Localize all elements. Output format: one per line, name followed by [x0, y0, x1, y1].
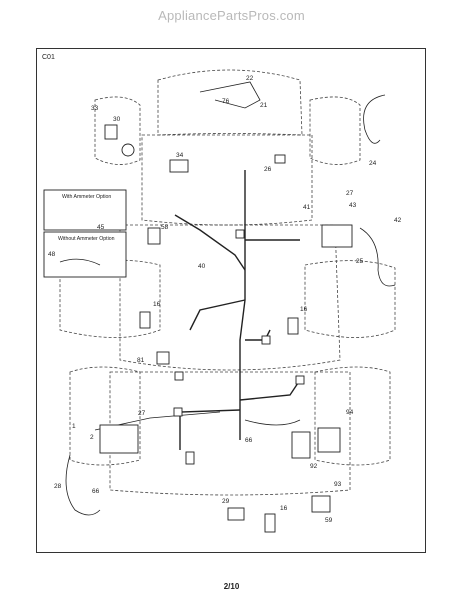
callout-16-right: 16 [300, 306, 308, 313]
ammeter-option-title: With Ammeter Option [62, 194, 111, 200]
solenoid-43 [321, 224, 353, 248]
callout-81: 81 [137, 357, 145, 364]
callout-66: 66 [245, 437, 253, 444]
body-outline [119, 224, 341, 371]
battery [99, 424, 139, 454]
callout-27-battery: 27 [138, 410, 146, 417]
connector-c1 [235, 229, 245, 239]
callout-45: 45 [97, 224, 105, 231]
callout-43: 43 [349, 202, 357, 209]
relay-59 [311, 495, 331, 513]
switch-29 [227, 507, 245, 521]
callout-92: 92 [310, 463, 318, 470]
left-front-wheel [94, 96, 141, 165]
callout-27-top: 27 [346, 190, 354, 197]
callout-66-lower: 66 [92, 488, 100, 495]
callout-1: 1 [72, 423, 76, 430]
callout-30: 30 [113, 116, 121, 123]
callout-76: 76 [222, 98, 230, 105]
callout-29: 29 [222, 498, 230, 505]
harness-branch-left [174, 214, 246, 271]
harness-branch-left-lower [179, 409, 241, 450]
callout-28: 28 [54, 483, 62, 490]
relay-26 [274, 154, 286, 164]
deck-left [69, 366, 141, 466]
switch-16-lower [264, 513, 276, 533]
callout-16-left: 16 [153, 301, 161, 308]
callout-48: 48 [48, 251, 56, 258]
callout-26: 26 [264, 166, 272, 173]
callout-93: 93 [334, 481, 342, 488]
diagram-code: C01 [42, 54, 55, 61]
dash-outline [141, 134, 313, 226]
ammeter-option-box [43, 189, 127, 231]
callout-59: 59 [325, 517, 333, 524]
connector-c2 [261, 335, 271, 345]
wire-28 [65, 454, 101, 516]
callout-25: 25 [356, 258, 364, 265]
page-number: 2/10 [223, 582, 240, 591]
callout-94: 94 [346, 409, 354, 416]
module-94 [317, 427, 341, 453]
wire-48 [59, 258, 101, 266]
module-34 [169, 159, 189, 173]
wire-ground [244, 419, 301, 426]
right-front-wheel [309, 96, 361, 165]
no-ammeter-option-title: Without Ammeter Option [58, 236, 115, 242]
site-watermark: AppliancePartsPros.com [158, 8, 305, 23]
relay-81 [156, 351, 170, 365]
callout-2: 2 [90, 434, 94, 441]
callout-22: 22 [246, 75, 254, 82]
switch-16-left [139, 311, 151, 329]
callout-40: 40 [198, 263, 206, 270]
callout-58: 58 [161, 224, 169, 231]
harness-branch-lower [239, 379, 301, 401]
module-92 [291, 431, 311, 459]
main-harness [239, 170, 246, 440]
deck-right [314, 366, 391, 466]
callout-24: 24 [369, 160, 377, 167]
rear-outline [109, 371, 351, 496]
wire-22 [199, 81, 261, 109]
right-panel-outline [304, 260, 396, 338]
connector-c3 [174, 371, 184, 381]
callout-16-lower: 16 [280, 505, 288, 512]
connector-c5 [185, 451, 195, 465]
callout-41: 41 [303, 204, 311, 211]
wire-24 [363, 94, 386, 144]
switch-30 [121, 143, 135, 157]
diagram-frame [36, 48, 426, 553]
callout-34: 34 [176, 152, 184, 159]
callout-42: 42 [394, 217, 402, 224]
callout-21: 21 [260, 102, 268, 109]
switch-33 [104, 124, 118, 140]
connector-c6 [173, 407, 183, 417]
callout-33: 33 [91, 105, 99, 112]
fuse-58 [147, 227, 161, 245]
connector-c4 [295, 375, 305, 385]
harness-branch-mid [189, 299, 246, 331]
switch-16-right [287, 317, 299, 335]
wire-25 [359, 227, 396, 287]
no-ammeter-option-box [43, 231, 127, 278]
hood-outline [157, 69, 303, 136]
